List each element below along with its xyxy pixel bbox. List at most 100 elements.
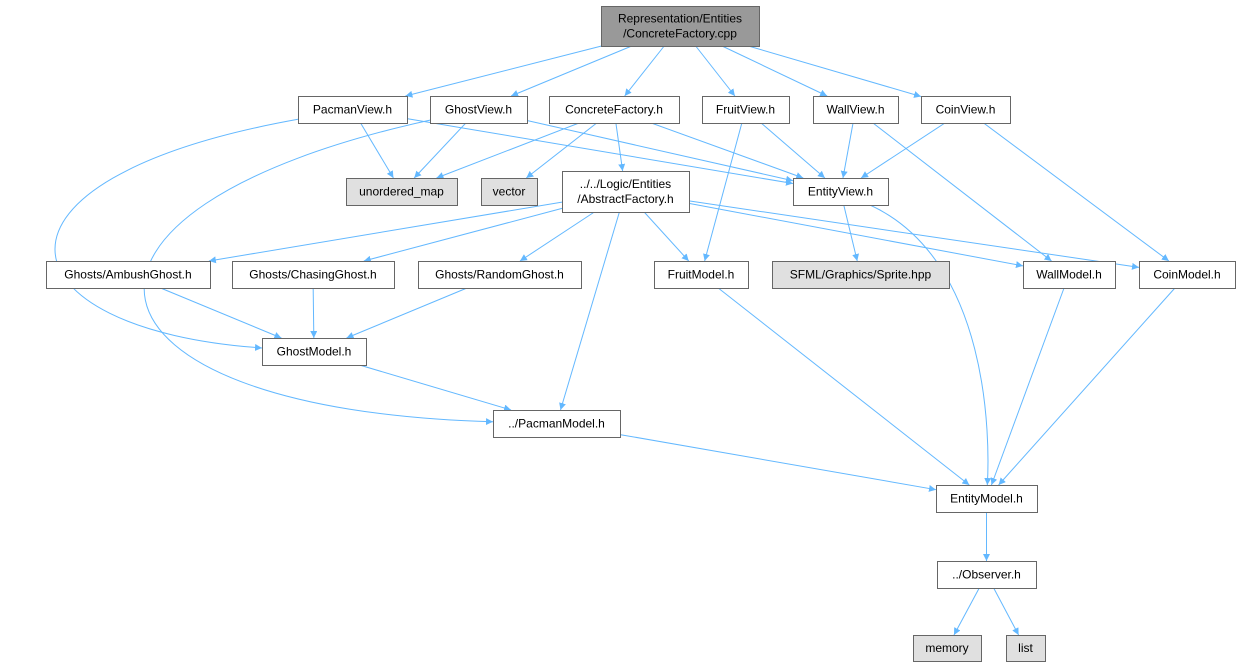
node-fruitmodel[interactable]: FruitModel.h [654,261,749,289]
node-pacmanmodel[interactable]: ../PacmanModel.h [493,410,621,438]
node-label: /AbstractFactory.h [577,192,673,206]
node-observer[interactable]: ../Observer.h [937,561,1037,589]
node-box [418,261,582,289]
node-box [813,96,899,124]
node-root: Representation/Entities/ConcreteFactory.… [601,6,760,47]
edge-ghostmodel-to-pacmanmodel [359,364,512,412]
edge-ghostview-to-entityview [526,119,794,183]
node-randomghost[interactable]: Ghosts/RandomGhost.h [418,261,582,289]
edge-abstractfactory-to-wallmodel [688,202,1024,269]
edge-observer-to-memory [953,587,980,636]
node-label: CoinView.h [936,103,996,117]
edge-abstractfactory-to-chasingghost [363,207,563,263]
node-label: unordered_map [359,185,444,199]
node-label: ../Observer.h [952,568,1021,582]
edge-wallmodel-to-entitymodel [990,287,1065,486]
node-box [601,6,760,47]
node-label: FruitModel.h [668,268,735,282]
node-wallview[interactable]: WallView.h [813,96,899,124]
node-abstractfactory[interactable]: ../../Logic/Entities/AbstractFactory.h [562,171,690,213]
node-fruitview[interactable]: FruitView.h [702,96,790,124]
edge-entityview-to-sprite [843,204,860,262]
node-box [262,338,367,366]
node-box [921,96,1011,124]
node-pacmanview[interactable]: PacmanView.h [298,96,408,124]
node-box [232,261,395,289]
node-box [430,96,528,124]
edges-layer [54,45,1176,636]
node-box [1023,261,1116,289]
node-concretefactory-h[interactable]: ConcreteFactory.h [549,96,680,124]
node-box [793,178,889,206]
node-label: ../../Logic/Entities [580,177,671,191]
node-box [298,96,408,124]
edge-randomghost-to-ghostmodel [346,287,468,339]
node-label: SFML/Graphics/Sprite.hpp [790,268,932,282]
node-label: /ConcreteFactory.cpp [623,27,737,41]
node-entityview[interactable]: EntityView.h [793,178,889,206]
edge-root-to-pacmanview [405,45,602,98]
node-coinmodel[interactable]: CoinModel.h [1139,261,1236,289]
node-label: WallModel.h [1036,268,1102,282]
edge-wallview-to-wallmodel [872,122,1052,262]
edge-coinview-to-coinmodel [983,122,1170,262]
node-box [1006,635,1046,662]
edge-pacmanmodel-to-entitymodel [619,434,937,492]
edge-concretefactory_h-to-vector [525,122,598,179]
node-coinview[interactable]: CoinView.h [921,96,1011,124]
edge-root-to-concretefactory_h [624,45,665,97]
node-box [936,485,1038,513]
node-chasingghost[interactable]: Ghosts/ChasingGhost.h [232,261,395,289]
node-label: memory [925,641,968,655]
node-label: GhostModel.h [277,345,352,359]
edge-root-to-fruitview [695,45,736,97]
edge-root-to-ghostview [510,45,632,97]
edge-ghostview-to-pacmanmodel [143,119,494,426]
node-label: ConcreteFactory.h [565,103,663,117]
node-memory: memory [913,635,982,662]
node-box [562,171,690,213]
node-box [346,178,458,206]
node-label: EntityModel.h [950,492,1023,506]
node-box [937,561,1037,589]
node-entitymodel[interactable]: EntityModel.h [936,485,1038,513]
node-ambushghost[interactable]: Ghosts/AmbushGhost.h [46,261,211,289]
edge-ghostview-to-unordered_map [413,122,467,179]
node-box [549,96,680,124]
edge-chasingghost-to-ghostmodel [310,287,318,339]
node-label: EntityView.h [808,185,873,199]
edge-concretefactory_h-to-abstractfactory [615,122,626,172]
node-box [913,635,982,662]
node-wallmodel[interactable]: WallModel.h [1023,261,1116,289]
node-box [772,261,950,289]
edge-observer-to-list [993,587,1020,636]
edge-abstractfactory-to-coinmodel [688,200,1140,270]
edge-fruitview-to-entityview [760,122,826,179]
nodes-layer: Representation/Entities/ConcreteFactory.… [46,6,1236,662]
node-ghostmodel[interactable]: GhostModel.h [262,338,367,366]
edge-abstractfactory-to-ambushghost [208,201,563,264]
node-label: Ghosts/RandomGhost.h [435,268,564,282]
node-label: GhostView.h [445,103,512,117]
edge-coinview-to-entityview [860,122,946,179]
node-label: Ghosts/ChasingGhost.h [249,268,376,282]
edge-ambushghost-to-ghostmodel [160,287,282,339]
node-box [46,261,211,289]
edge-root-to-coinview [748,45,922,98]
node-box [654,261,749,289]
node-label: WallView.h [826,103,884,117]
node-vector: vector [481,178,538,206]
node-unordered-map: unordered_map [346,178,458,206]
edge-coinmodel-to-entitymodel [998,287,1176,486]
node-label: list [1018,641,1033,655]
edge-abstractfactory-to-randomghost [519,211,595,262]
edge-wallview-to-entityview [840,122,854,179]
node-box [1139,261,1236,289]
node-ghostview[interactable]: GhostView.h [430,96,528,124]
node-label: FruitView.h [716,103,775,117]
edge-pacmanview-to-unordered_map [360,122,394,179]
node-box [702,96,790,124]
node-label: Ghosts/AmbushGhost.h [64,268,191,282]
node-label: vector [493,185,526,199]
